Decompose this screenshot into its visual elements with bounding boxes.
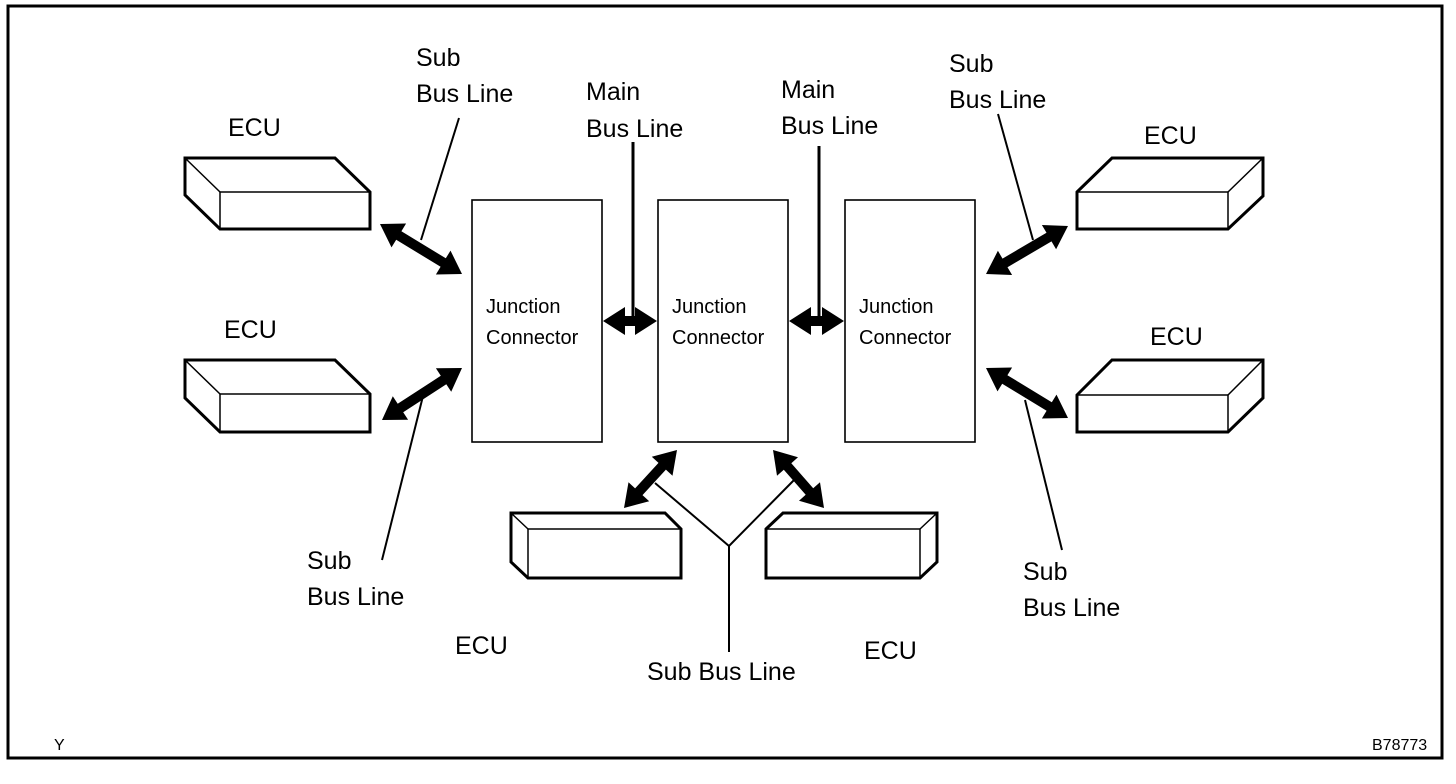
figure-frame	[6, 4, 1444, 760]
junction-connector-2-label-line2: Connector	[672, 327, 765, 349]
ecu-box-left-top	[183, 156, 372, 231]
ecu-label-left-top: ECU	[228, 114, 281, 142]
label-main-left-line1: Main	[586, 78, 640, 106]
arrow-ecu-left-top	[380, 223, 462, 275]
ecu-box-bottom-right	[764, 511, 939, 580]
footer-code: Y	[54, 737, 65, 754]
label-sub-bottom-left-line2: Bus Line	[307, 583, 404, 611]
label-main-right-line1: Main	[781, 76, 835, 104]
ecu-label-bottom-right: ECU	[864, 637, 917, 665]
label-sub-top-right-line1: Sub	[949, 50, 993, 78]
junction-connector-3: Junction Connector	[844, 199, 976, 443]
label-main-right-line2: Bus Line	[781, 112, 878, 140]
junction-connector-1-label-line2: Connector	[486, 327, 579, 349]
arrow-ecu-right-top	[986, 225, 1068, 275]
leader-sub-bottom-left	[381, 391, 425, 561]
ecu-box-right-top	[1075, 156, 1265, 231]
arrow-ecu-left-bottom	[382, 368, 462, 420]
arrow-main-right	[789, 307, 844, 335]
ecu-label-right-bottom: ECU	[1150, 323, 1203, 351]
ecu-label-right-top: ECU	[1144, 122, 1197, 150]
label-sub-top-left-line1: Sub	[416, 44, 460, 72]
label-main-left-line2: Bus Line	[586, 115, 683, 143]
leader-sub-top-right	[997, 113, 1034, 241]
junction-connector-2: Junction Connector	[657, 199, 789, 443]
leader-sub-top-left	[420, 117, 460, 241]
junction-connector-2-label-line1: Junction	[672, 296, 747, 318]
arrow-ecu-bottom-right	[773, 450, 824, 508]
arrow-main-left	[603, 307, 657, 335]
label-sub-top-right-line2: Bus Line	[949, 86, 1046, 114]
arrow-ecu-right-bottom	[986, 367, 1068, 419]
arrow-ecu-bottom-left	[624, 450, 677, 508]
figure-id: B78773	[1372, 737, 1427, 754]
label-sub-top-left-line2: Bus Line	[416, 80, 513, 108]
ecu-label-left-bottom: ECU	[224, 316, 277, 344]
label-sub-bottom-left-line1: Sub	[307, 547, 351, 575]
ecu-box-bottom-left	[509, 511, 683, 580]
ecu-box-left-bottom	[183, 358, 372, 434]
junction-connector-3-label-line1: Junction	[859, 296, 934, 318]
ecu-box-right-bottom	[1075, 358, 1265, 434]
junction-connector-3-label-line2: Connector	[859, 327, 952, 349]
label-sub-bottom-right-line1: Sub	[1023, 558, 1067, 586]
label-sub-bottom-right-line2: Bus Line	[1023, 594, 1120, 622]
ecu-label-bottom-left: ECU	[455, 632, 508, 660]
junction-connector-1: Junction Connector	[471, 199, 603, 443]
leader-sub-bottom-right	[1024, 399, 1063, 551]
label-sub-bottom-center: Sub Bus Line	[647, 658, 796, 686]
bus-arrows	[380, 223, 1068, 508]
junction-connector-1-label-line1: Junction	[486, 296, 561, 318]
